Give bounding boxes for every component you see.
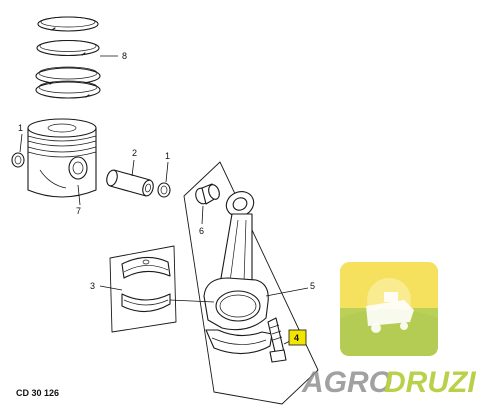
agrodruzi-wordmark: AGRO DRUZI xyxy=(301,366,476,399)
circlip-right xyxy=(157,182,171,198)
callout-5: 5 xyxy=(310,281,315,291)
leader-3a xyxy=(99,285,123,291)
bearing-shells-panel xyxy=(109,245,177,333)
figure-reference: CD 30 126 xyxy=(16,388,59,398)
agrodruzi-logo xyxy=(340,262,438,356)
connecting-rod xyxy=(203,191,287,363)
callout-1a: 1 xyxy=(18,123,23,133)
callout-2: 2 xyxy=(132,148,137,158)
brand-left: AGRO xyxy=(301,366,392,399)
leader-7 xyxy=(77,184,81,206)
brand-right: DRUZI xyxy=(384,366,476,399)
small-end-bushing xyxy=(195,183,220,205)
piston xyxy=(27,118,97,198)
piston-rings xyxy=(35,16,101,99)
callout-1b: 1 xyxy=(165,151,170,161)
leader-1b xyxy=(165,161,169,183)
leader-1a xyxy=(19,133,23,153)
leader-3b xyxy=(169,299,215,303)
highlight-box xyxy=(288,329,307,346)
connecting-rod-panel xyxy=(183,161,319,405)
leader-5 xyxy=(265,287,309,297)
circlip-left xyxy=(11,152,25,168)
callout-3: 3 xyxy=(90,281,95,291)
leader-2 xyxy=(131,159,135,177)
callout-4: 4 xyxy=(294,333,299,343)
piston-pin xyxy=(106,169,154,197)
callout-6: 6 xyxy=(199,226,204,236)
callout-8: 8 xyxy=(122,51,127,61)
callout-7: 7 xyxy=(76,206,81,216)
leader-6 xyxy=(201,205,204,225)
